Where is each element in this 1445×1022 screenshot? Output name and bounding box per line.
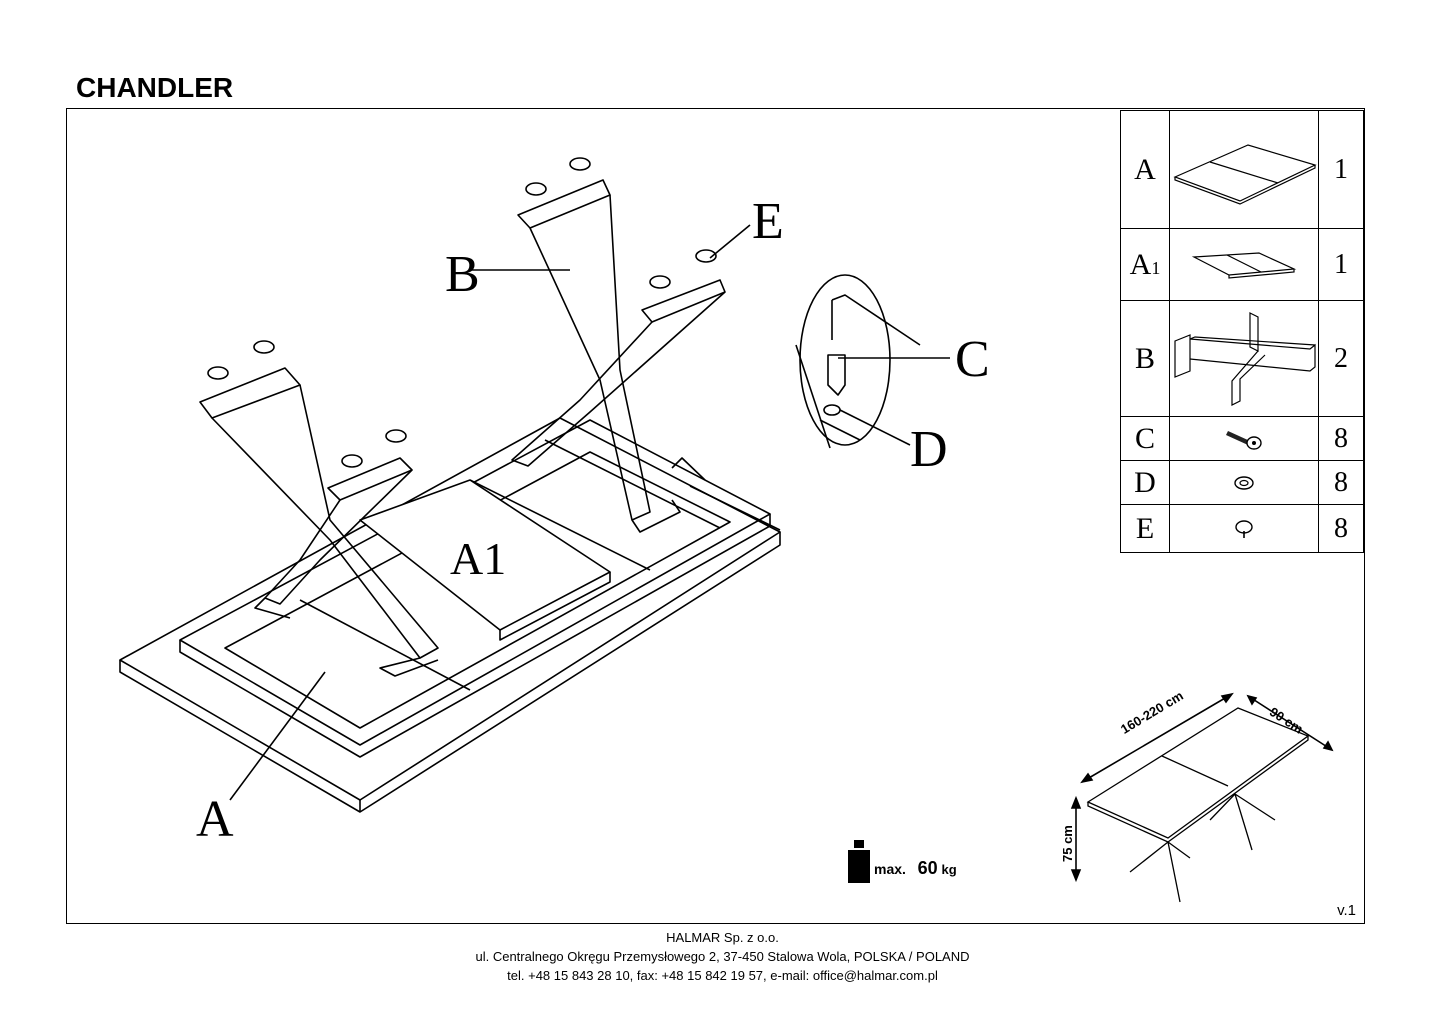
max-load-value: 60 <box>917 858 938 878</box>
tabletop-part-a <box>119 417 781 813</box>
max-load-indicator: max. 60 kg <box>846 840 957 889</box>
part-quantity: 8 <box>1318 416 1364 461</box>
part-quantity: 1 <box>1318 228 1364 301</box>
leader-e <box>709 224 751 259</box>
parts-row: E 8 <box>1120 504 1364 553</box>
weight-icon <box>848 840 870 883</box>
parts-row: D 8 <box>1120 460 1364 505</box>
detail-magnifier <box>795 274 921 449</box>
part-picture <box>1169 416 1319 461</box>
x-leg-right <box>511 157 726 533</box>
part-picture <box>1169 504 1319 553</box>
dimension-height: 75 cm <box>1060 825 1075 862</box>
dimensions-drawing <box>1070 692 1334 903</box>
parts-row: B 2 <box>1120 300 1364 417</box>
callout-b: B <box>445 246 480 303</box>
part-label: E <box>1120 504 1170 553</box>
max-load-prefix: max. <box>874 861 906 877</box>
part-label: D <box>1120 460 1170 505</box>
callout-a: A <box>196 791 234 848</box>
version-label: v.1 <box>1337 902 1356 919</box>
leader-a <box>229 671 326 801</box>
part-quantity: 2 <box>1318 300 1364 417</box>
parts-row: A 1 <box>1120 110 1364 229</box>
x-leg-left <box>199 340 439 677</box>
company-name: HALMAR Sp. z o.o. <box>666 930 779 945</box>
part-picture <box>1169 228 1319 301</box>
leader-d <box>839 409 911 446</box>
foot-glide-icon <box>1235 519 1253 538</box>
screw-icon <box>1226 430 1262 450</box>
x-leg-base-icon <box>1174 311 1316 406</box>
callout-c: C <box>955 331 990 388</box>
company-address: ul. Centralnego Okręgu Przemysłowego 2, … <box>475 949 970 964</box>
part-quantity: 8 <box>1318 460 1364 505</box>
instruction-frame: v.1 <box>66 108 1365 924</box>
parts-row: C 8 <box>1120 416 1364 461</box>
company-footer: HALMAR Sp. z o.o. ul. Centralnego Okręgu… <box>0 928 1445 985</box>
part-label: A1 <box>1120 228 1170 301</box>
part-label: C <box>1120 416 1170 461</box>
part-picture <box>1169 300 1319 417</box>
part-quantity: 1 <box>1318 110 1364 229</box>
tabletop-icon <box>1173 143 1317 205</box>
document-title: CHANDLER <box>76 72 234 103</box>
hex-key <box>671 457 706 481</box>
washer-icon <box>1234 475 1254 490</box>
company-contact: tel. +48 15 843 28 10, fax: +48 15 842 1… <box>507 968 938 983</box>
callout-d: D <box>910 421 948 478</box>
part-quantity: 8 <box>1318 504 1364 553</box>
part-label: A <box>1120 110 1170 229</box>
part-picture <box>1169 110 1319 229</box>
parts-list-table: A 1 A1 1 B <box>1120 110 1364 553</box>
max-load-unit: kg <box>941 862 957 877</box>
part-picture <box>1169 460 1319 505</box>
extension-leaf-icon <box>1191 251 1297 279</box>
parts-row: A1 1 <box>1120 228 1364 301</box>
part-label: B <box>1120 300 1170 417</box>
callout-a1: A1 <box>450 533 507 584</box>
callout-e: E <box>752 193 784 250</box>
